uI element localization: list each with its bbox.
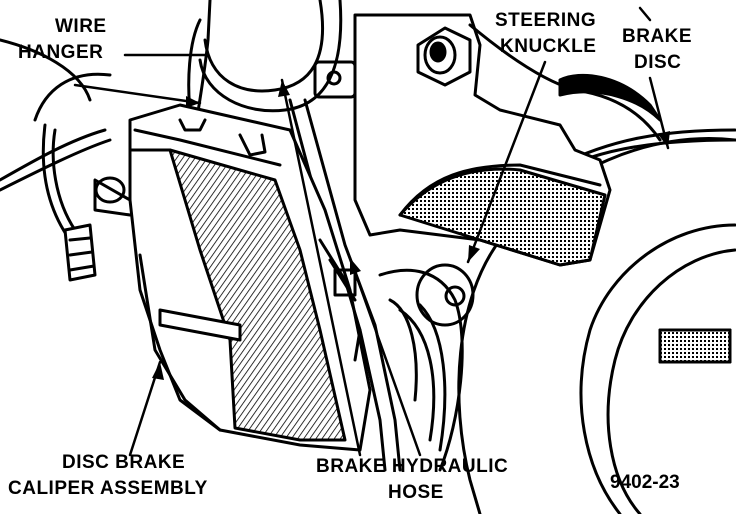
caliper-bolt	[416, 26, 472, 87]
caliper-assembly-label-line2: CALIPER ASSEMBLY	[8, 478, 208, 499]
steering-knuckle	[313, 13, 662, 267]
steering-knuckle-label-line1: STEERING	[495, 10, 597, 31]
wire-hanger-label-line1: WIRE	[55, 16, 107, 37]
wire-hanger-label-line2: HANGER	[18, 42, 104, 63]
sensor-wire	[0, 38, 112, 282]
hub	[378, 263, 475, 472]
caliper-assembly-label-line1: DISC BRAKE	[62, 452, 186, 473]
steering-knuckle-label-line2: KNUCKLE	[500, 36, 597, 57]
wheel-stud	[658, 328, 732, 364]
hydraulic-hose-label-line2: HOSE	[388, 482, 444, 503]
disc-brake-caliper	[93, 103, 372, 452]
leader-lines	[73, 6, 670, 457]
hydraulic-hose-label-line1: BRAKE HYDRAULIC	[316, 456, 509, 477]
brake-disc-label-line1: BRAKE	[622, 26, 693, 47]
brake-disc-label-line2: DISC	[634, 52, 682, 73]
figure-number: 9402-23	[610, 472, 680, 493]
